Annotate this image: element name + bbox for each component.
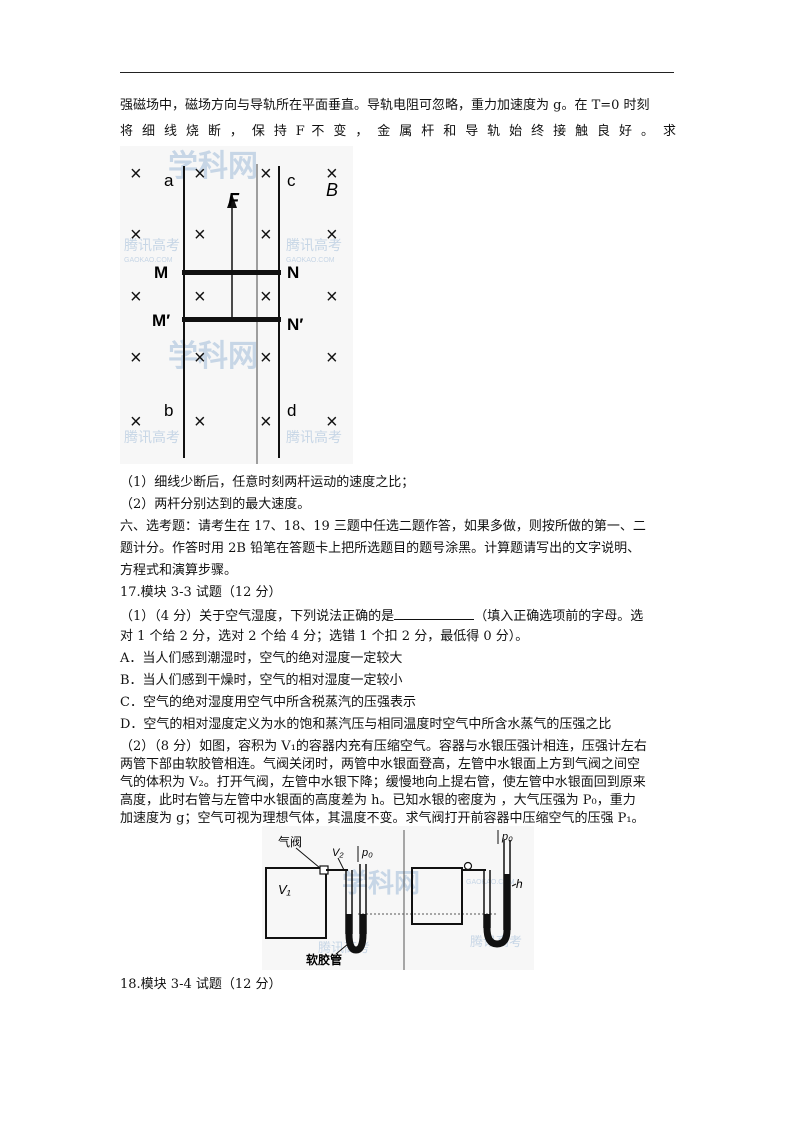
q18-title: 18.模块 3-4 试题（12 分） — [120, 977, 282, 992]
q17-part1-prompt: （1）（4 分）关于空气湿度，下列说法正确的是 — [120, 609, 395, 624]
q17-title: 17.模块 3-3 试题（12 分） — [120, 585, 282, 600]
field-cross: × — [130, 224, 142, 246]
field-cross: × — [260, 163, 272, 185]
field-cross: × — [326, 224, 338, 246]
label-d: d — [287, 401, 296, 420]
field-cross: × — [130, 411, 142, 433]
label-valve: 气阀 — [278, 834, 302, 849]
q17-part2-line5: 加速度为 g；空气可视为理想气体，其温度不变。求气阀打开前容器中压缩空气的压强 … — [120, 811, 645, 826]
field-cross: × — [194, 347, 206, 369]
figure-manometer: 学科网 腾讯高考 GAOKAO.COM 腾讯高考 气阀 V₁ V₂ p₀ 软胶管 — [262, 826, 534, 970]
watermark-text: 腾讯高考 — [124, 237, 180, 253]
question-16-2: （2）两杆分别达到的最大速度。 — [120, 497, 311, 512]
label-B: B — [326, 180, 338, 200]
force-arrow-head — [227, 194, 237, 208]
label-N-prime: N′ — [287, 315, 303, 334]
intro-line-1: 强磁场中，磁场方向与导轨所在平面垂直。导轨电阻可忽略，重力加速度为 g。在 T=… — [120, 98, 650, 113]
figure-rails-magnetic-field: 学科网 腾讯高考 GAOKAO.COM 腾讯高考 GAOKAO.COM 学科网 … — [120, 146, 353, 464]
q17-part2-line2: 两管下部由软胶管相连。气阀关闭时，两管中水银面登高，左管中水银面上方到气阀之间空 — [120, 757, 641, 772]
q17-part1-instructions: （填入正确选项前的字母。选 — [474, 609, 644, 624]
rod-MN-prime — [182, 317, 281, 322]
watermark-text: 腾讯高考 — [124, 429, 180, 445]
hose-left — [345, 914, 367, 954]
h-pointer — [511, 883, 517, 887]
valve-pointer — [295, 847, 321, 869]
field-cross: × — [130, 347, 142, 369]
label-M: M — [154, 263, 168, 282]
field-cross: × — [326, 411, 338, 433]
label-h: h — [516, 877, 523, 891]
q17-part2-line1: （2）（8 分）如图，容积为 V₁的容器内充有压缩空气。容器与水银压强计相连，压… — [120, 739, 647, 754]
container-left — [265, 867, 327, 939]
field-cross: × — [130, 286, 142, 308]
option-d: D．空气的相对湿度定义为水的饱和蒸汽压与相同温度时空气中所含水蒸气的压强之比 — [120, 717, 612, 732]
label-a: a — [164, 171, 174, 190]
label-p0-right: p₀ — [501, 831, 513, 843]
label-p0-left: p₀ — [361, 847, 373, 859]
field-cross: × — [194, 286, 206, 308]
label-F: F — [228, 190, 240, 210]
v2-pointer — [337, 857, 345, 871]
field-cross: × — [260, 411, 272, 433]
field-crosses: × × × × × × × × × × × × × × × × × × × × — [130, 163, 338, 433]
watermark-text: GAOKAO.COM — [286, 257, 335, 264]
option-c: C．空气的绝对湿度用空气中所含税蒸汽的压强表示 — [120, 695, 416, 710]
field-cross: × — [260, 347, 272, 369]
option-b: B．当人们感到干燥时，空气的相对湿度一定较小 — [120, 673, 403, 688]
label-M-prime: M′ — [152, 311, 170, 330]
field-cross: × — [194, 224, 206, 246]
answer-blank — [394, 605, 475, 620]
watermark-text: 学科网 — [342, 868, 420, 898]
hose-right — [483, 874, 511, 948]
watermark-text: GAOKAO.COM — [124, 257, 173, 264]
field-cross: × — [194, 163, 206, 185]
header-rule — [120, 72, 674, 73]
field-cross: × — [326, 163, 338, 185]
section-6-line-1: 六、选考题：请考生在 17、18、19 三题中任选二题作答，如果多做，则按所做的… — [120, 519, 646, 534]
field-cross: × — [326, 347, 338, 369]
label-N: N — [287, 263, 299, 282]
label-V1: V₁ — [278, 882, 291, 897]
label-hose: 软胶管 — [306, 952, 342, 967]
watermark-text: 学科网 — [168, 149, 258, 183]
valve-right — [463, 861, 473, 871]
label-b: b — [164, 401, 173, 420]
container-right — [411, 867, 463, 925]
field-cross: × — [260, 224, 272, 246]
q17-part1-line1: （1）（4 分）关于空气湿度，下列说法正确的是 （填入正确选项前的字母。选 — [120, 605, 676, 627]
option-a: A．当人们感到潮湿时，空气的绝对湿度一定较大 — [120, 651, 403, 666]
q17-part2-line3: 气的体积为 V₂。打开气阀，左管中水银下降；缓慢地向上提右管，使左管中水银面回到… — [120, 775, 646, 790]
question-16-1: （1）细线少断后，任意时刻两杆运动的速度之比； — [120, 475, 415, 490]
hose-pointer — [335, 943, 349, 955]
watermark-text: 学科网 — [168, 339, 258, 373]
label-V2: V₂ — [332, 847, 344, 859]
section-6-line-3: 方程式和演算步骤。 — [120, 563, 238, 578]
q17-part1-line2: 对 1 个给 2 分，选对 2 个给 4 分；选错 1 个扣 2 分，最低得 0… — [120, 629, 529, 644]
field-cross: × — [326, 286, 338, 308]
watermark-text: 腾讯高考 — [286, 237, 342, 253]
field-cross: × — [130, 163, 142, 185]
intro-line-2: 将 细 线 烧 断 ， 保 持 F 不 变 ， 金 属 杆 和 导 轨 始 终 … — [120, 124, 676, 139]
section-6-line-2: 题计分。作答时用 2B 铅笔在答题卡上把所选题目的题号涂黑。计算题请写出的文字说… — [120, 541, 641, 556]
field-cross: × — [260, 286, 272, 308]
q17-part2-line4: 高度，此时右管与左管中水银面的高度差为 h。已知水银的密度为 ，大气压强为 P₀… — [120, 793, 636, 808]
field-cross: × — [194, 411, 206, 433]
watermark-text: 腾讯高考 — [286, 429, 342, 445]
label-c: c — [287, 171, 296, 190]
